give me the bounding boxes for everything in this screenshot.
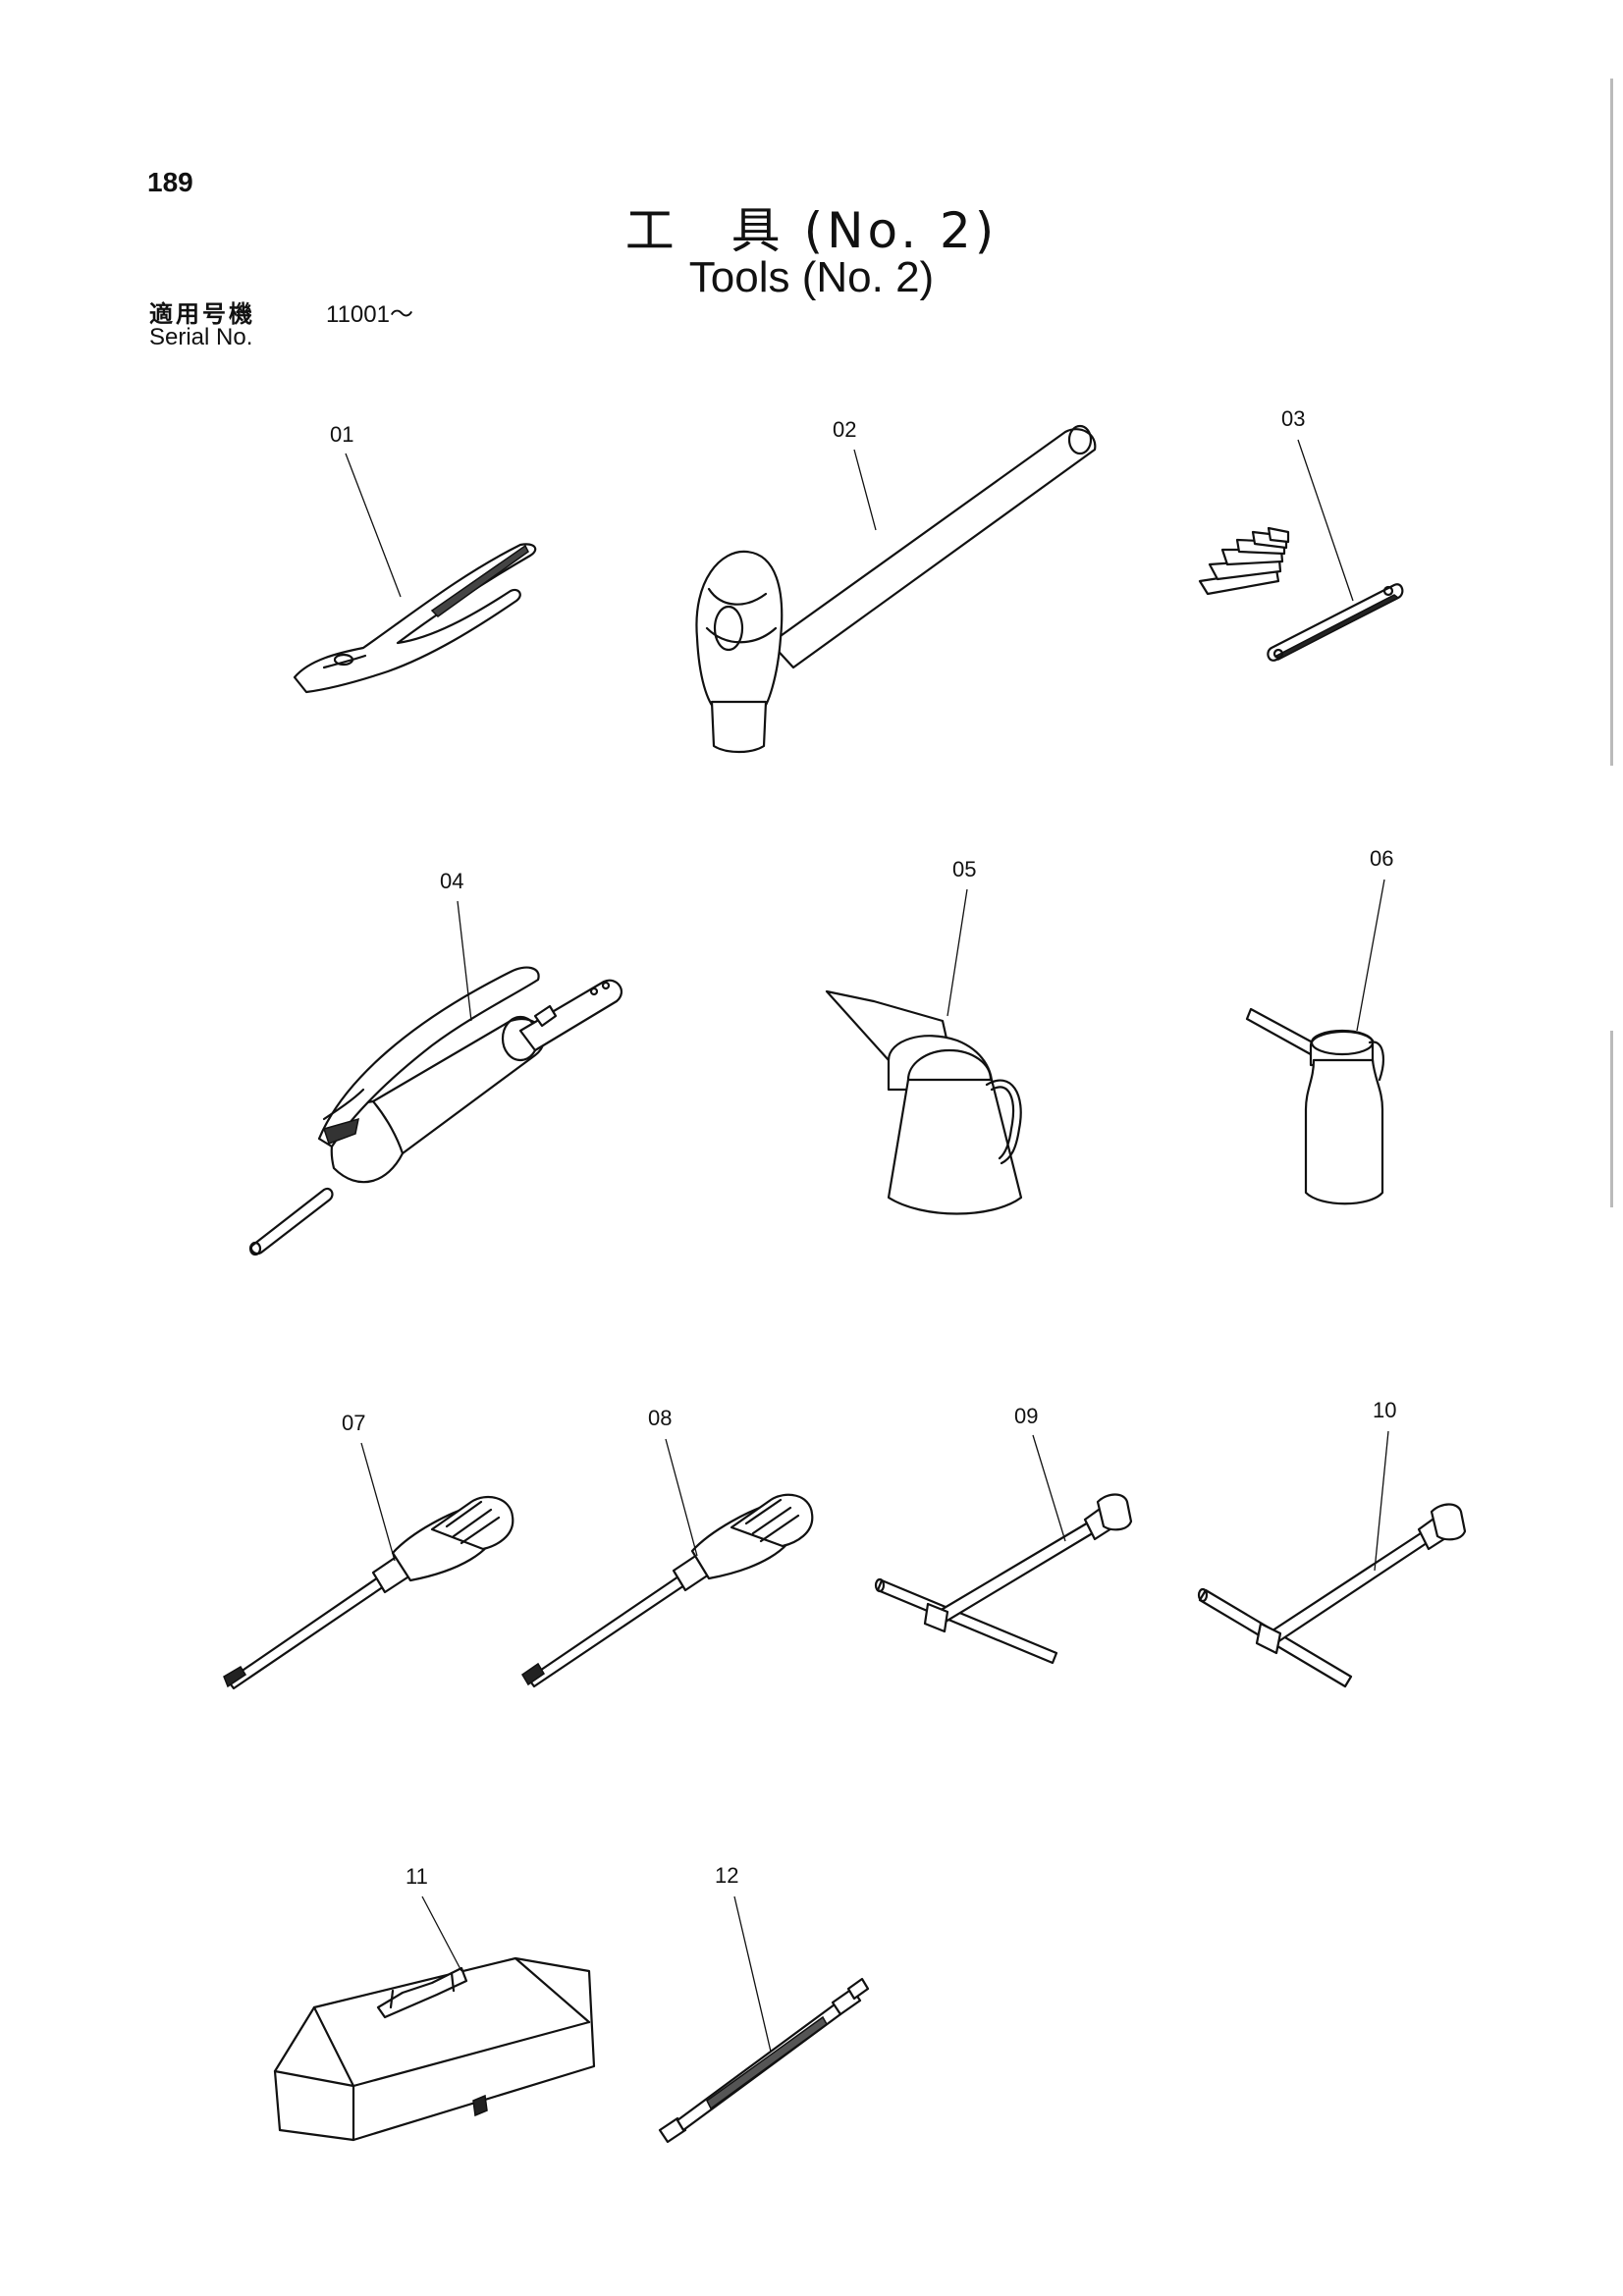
oiler-illustration <box>1245 1007 1384 1205</box>
page-number: 189 <box>147 167 193 197</box>
callout-label: 04 <box>440 869 463 893</box>
page-title-jp: 工 具 (No. 2) <box>624 202 999 259</box>
callout-label: 12 <box>715 1863 738 1888</box>
callout-label: 09 <box>1014 1404 1038 1428</box>
callout-label: 05 <box>952 857 976 881</box>
extension-bar-illustration <box>658 1977 870 2144</box>
hammer-illustration <box>695 424 1097 754</box>
serial-label-en: Serial No. <box>149 324 253 350</box>
callout-label: 06 <box>1370 846 1393 871</box>
scan-edge-mark <box>1610 79 1613 766</box>
t-socket-wrench-illustration <box>1197 1503 1467 1688</box>
scan-edge-mark <box>1610 1031 1613 1207</box>
grease-gun-illustration <box>248 966 622 1256</box>
callout-label: 01 <box>330 422 353 447</box>
callout-label: 08 <box>648 1406 672 1430</box>
feeler-gauge-illustration <box>1198 526 1404 662</box>
serial-label-jp: 適用号機 <box>149 300 255 328</box>
callout-label: 11 <box>406 1864 428 1889</box>
serial-range: 11001～ <box>326 301 413 328</box>
pliers-illustration <box>293 543 537 694</box>
callout-label: 10 <box>1373 1398 1396 1422</box>
t-socket-wrench-illustration <box>874 1493 1133 1665</box>
callout-label: 03 <box>1281 406 1305 431</box>
screwdriver-flat-illustration <box>223 1495 514 1690</box>
screwdriver-phillips-illustration <box>520 1493 814 1688</box>
tool-box-illustration <box>273 1956 596 2142</box>
oil-can-illustration <box>825 989 1023 1215</box>
page-title-en: Tools (No. 2) <box>688 253 935 301</box>
callout-label: 07 <box>342 1411 365 1435</box>
callout-label: 02 <box>833 417 856 442</box>
